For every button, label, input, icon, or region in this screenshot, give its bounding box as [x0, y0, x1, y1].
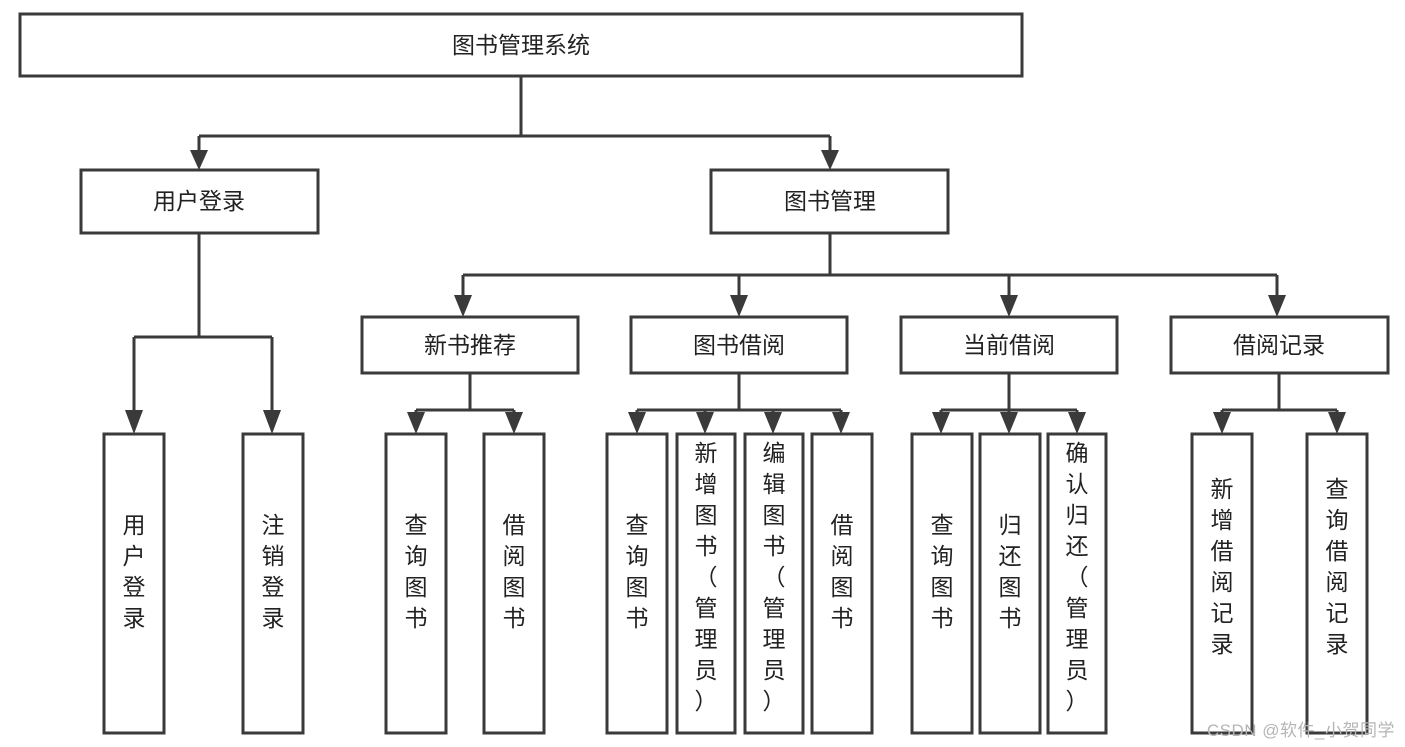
node-current-borrow-box [899, 315, 1119, 375]
leaf-borrow-book-2-box [810, 432, 874, 735]
leaf-edit-book-box [743, 432, 805, 735]
leaf-query-book-1[interactable]: 查询图书 [384, 432, 448, 735]
node-borrow-record-label: 借阅记录 [1233, 332, 1325, 358]
arrow-head-leaf-query-book-1 [407, 412, 425, 434]
connector-group-root-to-level2 [190, 76, 839, 170]
leaf-query-book-3[interactable]: 查询图书 [910, 432, 974, 735]
node-root-label: 图书管理系统 [452, 32, 590, 58]
node-user-login-box [79, 168, 320, 235]
leaf-query-book-1-label: 查询图书 [405, 512, 428, 631]
leaf-return-book-label: 归还图书 [999, 512, 1022, 631]
node-new-book-recommend-label: 新书推荐 [424, 332, 516, 358]
node-root[interactable]: 图书管理系统 [18, 12, 1024, 78]
leaf-query-book-3-label: 查询图书 [931, 512, 954, 631]
leaf-add-book-box [675, 432, 737, 735]
node-book-borrow[interactable]: 图书借阅 [629, 315, 849, 375]
node-borrow-record-box [1169, 315, 1390, 375]
node-book-manage-box [709, 168, 950, 235]
leaf-add-record[interactable]: 新增借阅记录 [1190, 432, 1254, 735]
arrow-head-new-book-recommend [454, 295, 472, 317]
connector-group-user-login-to-leaves [125, 233, 281, 434]
arrow-head-borrow-record [1268, 295, 1286, 317]
leaf-user-login[interactable]: 用户登录 [102, 432, 166, 735]
arrow-head-leaf-borrow-book-2 [832, 412, 850, 434]
arrow-head-leaf-return-book [1000, 412, 1018, 434]
leaf-logout-login-box [241, 432, 305, 735]
leaf-borrow-book-2-label: 借阅图书 [831, 512, 854, 631]
connector-group-book-manage-to-level3 [454, 233, 1286, 317]
leaf-add-record-label: 新增借阅记录 [1211, 476, 1234, 657]
arrow-head-current-borrow [1000, 295, 1018, 317]
connector-group-new-book-recommend-to-leaves [407, 373, 523, 434]
leaf-borrow-book-1-label: 借阅图书 [503, 512, 526, 631]
leaf-edit-book[interactable]: 编辑图书（管理员） [743, 432, 805, 735]
leaf-query-record[interactable]: 查询借阅记录 [1305, 432, 1369, 735]
leaf-query-record-label: 查询借阅记录 [1326, 476, 1349, 657]
arrow-head-leaf-query-book-3 [932, 412, 950, 434]
leaf-query-record-box [1305, 432, 1369, 735]
node-current-borrow-label: 当前借阅 [963, 332, 1055, 358]
node-book-borrow-box [629, 315, 849, 375]
node-book-manage[interactable]: 图书管理 [709, 168, 950, 235]
node-new-book-recommend-box [360, 315, 580, 375]
leaf-query-book-2-label: 查询图书 [626, 512, 649, 631]
node-book-borrow-label: 图书借阅 [693, 332, 785, 358]
arrow-head-book-manage [821, 150, 839, 170]
leaf-add-book[interactable]: 新增图书（管理员） [675, 432, 737, 735]
node-book-manage-label: 图书管理 [784, 188, 876, 214]
leaf-confirm-return-box [1046, 432, 1108, 735]
arrow-head-leaf-edit-book [764, 412, 782, 434]
leaf-borrow-book-2[interactable]: 借阅图书 [810, 432, 874, 735]
connector-group-book-borrow-to-leaves [628, 373, 850, 434]
arrow-head-leaf-add-record [1213, 412, 1231, 434]
leaf-query-book-3-box [910, 432, 974, 735]
leaf-user-login-label: 用户登录 [123, 512, 146, 631]
arrow-head-user-login [190, 150, 208, 170]
node-borrow-record[interactable]: 借阅记录 [1169, 315, 1390, 375]
leaf-user-login-box [102, 432, 166, 735]
node-root-box [18, 12, 1024, 78]
leaf-edit-book-label: 编辑图书（管理员） [763, 440, 786, 714]
leaf-confirm-return[interactable]: 确认归还（管理员） [1046, 432, 1108, 735]
leaf-confirm-return-label: 确认归还（管理员） [1066, 440, 1089, 714]
arrow-head-leaf-borrow-book-1 [505, 412, 523, 434]
csdn-watermark: CSDN @软件_小贺同学 [1206, 721, 1395, 740]
arrow-head-book-borrow [730, 295, 748, 317]
leaf-query-book-2[interactable]: 查询图书 [605, 432, 669, 735]
arrow-head-leaf-user-login [125, 410, 143, 434]
leaf-query-book-2-box [605, 432, 669, 735]
leaf-return-book[interactable]: 归还图书 [978, 432, 1042, 735]
arrow-head-leaf-query-book-2 [628, 412, 646, 434]
connector-group-current-borrow-to-leaves [932, 373, 1086, 434]
arrow-head-leaf-confirm-return [1068, 412, 1086, 434]
arrow-head-leaf-query-record [1328, 412, 1346, 434]
leaf-add-record-box [1190, 432, 1254, 735]
leaf-query-book-1-box [384, 432, 448, 735]
arrow-head-leaf-add-book [696, 412, 714, 434]
node-current-borrow[interactable]: 当前借阅 [899, 315, 1119, 375]
leaf-add-book-label: 新增图书（管理员） [695, 440, 718, 714]
node-new-book-recommend[interactable]: 新书推荐 [360, 315, 580, 375]
leaf-return-book-box [978, 432, 1042, 735]
node-user-login-label: 用户登录 [153, 188, 245, 214]
leaf-logout-login[interactable]: 注销登录 [241, 432, 305, 735]
arrow-head-leaf-logout-login [263, 410, 281, 434]
leaf-logout-login-label: 注销登录 [262, 512, 285, 631]
leaf-borrow-book-1-box [482, 432, 546, 735]
connector-group-borrow-record-to-leaves [1213, 373, 1346, 434]
node-user-login[interactable]: 用户登录 [79, 168, 320, 235]
leaf-borrow-book-1[interactable]: 借阅图书 [482, 432, 546, 735]
